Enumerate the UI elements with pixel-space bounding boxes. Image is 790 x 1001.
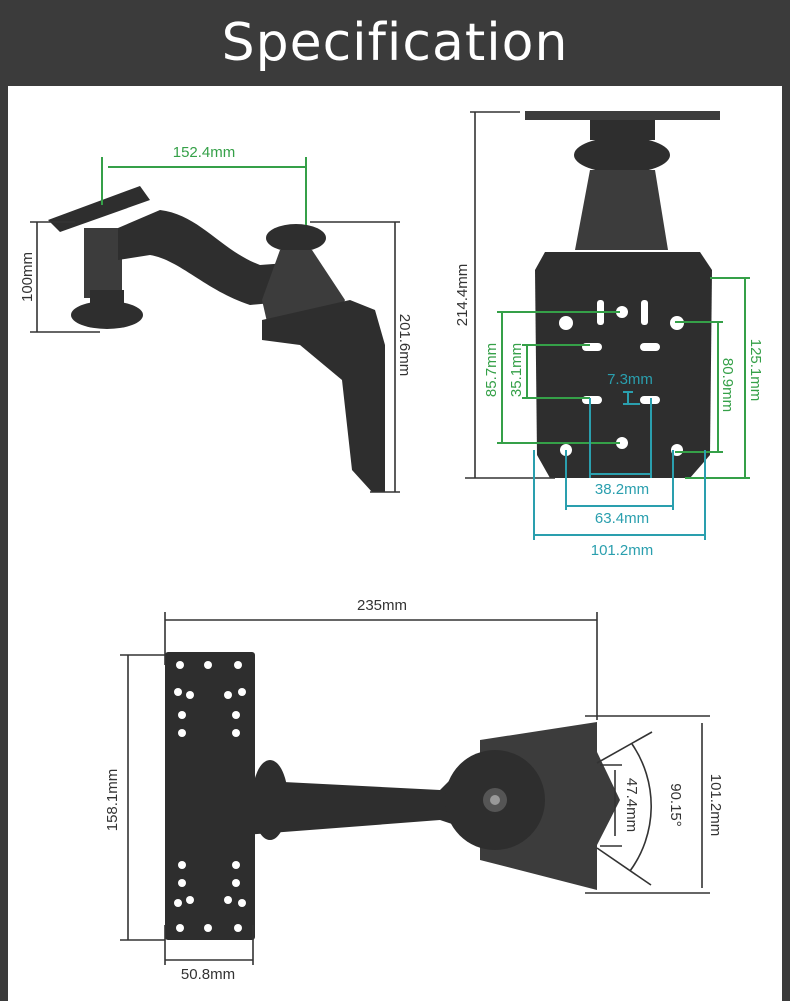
dim-label: 35.1mm (508, 343, 525, 397)
dim-label: 201.6mm (396, 314, 413, 377)
angle-90-15: 90.15° (596, 731, 684, 886)
dim-label: 47.4mm (623, 778, 640, 832)
dim-7-3: 7.3mm (607, 371, 653, 405)
dim-label: 158.1mm (104, 769, 121, 832)
dim-85-7: 85.7mm (483, 311, 620, 444)
dim-label: 214.4mm (454, 264, 471, 327)
dim-100: 100mm (19, 221, 100, 333)
dim-label: 125.1mm (747, 339, 764, 402)
dim-label: 50.8mm (181, 966, 235, 983)
dim-label: 100mm (19, 252, 36, 302)
dim-101-2-top: 101.2mm (585, 715, 724, 894)
dim-125-1: 125.1mm (685, 277, 764, 479)
dim-label: 85.7mm (483, 343, 500, 397)
dim-label: 101.2mm (591, 542, 654, 559)
back-view-mount (525, 111, 720, 478)
dim-35-1: 35.1mm (508, 343, 590, 399)
dim-50-8: 50.8mm (164, 925, 254, 983)
right-frame (782, 86, 790, 1001)
dim-214-4: 214.4mm (454, 111, 555, 479)
dim-63-4: 63.4mm (565, 450, 674, 527)
dim-201-6: 201.6mm (310, 221, 413, 493)
dim-158-1: 158.1mm (104, 654, 165, 941)
top-view-mount (165, 652, 620, 940)
dim-152-4: 152.4mm (101, 144, 307, 225)
dim-101-2-back: 101.2mm (533, 450, 706, 559)
dim-label: 7.3mm (607, 371, 653, 388)
dim-47-4: 47.4mm (600, 764, 640, 847)
dim-80-9: 80.9mm (675, 321, 736, 453)
dim-label: 38.2mm (595, 481, 649, 498)
dim-label: 101.2mm (707, 774, 724, 837)
header-bar: Specification (0, 0, 790, 86)
dim-38-2: 38.2mm (589, 398, 652, 498)
dim-label: 80.9mm (719, 358, 736, 412)
dim-label: 63.4mm (595, 510, 649, 527)
dim-label: 152.4mm (173, 144, 236, 161)
left-frame (0, 86, 8, 1001)
dim-label: 235mm (357, 597, 407, 614)
dim-235: 235mm (164, 597, 598, 720)
side-view-mount (48, 186, 385, 492)
page-title: Specification (221, 13, 569, 73)
dim-label: 90.15° (667, 783, 684, 827)
